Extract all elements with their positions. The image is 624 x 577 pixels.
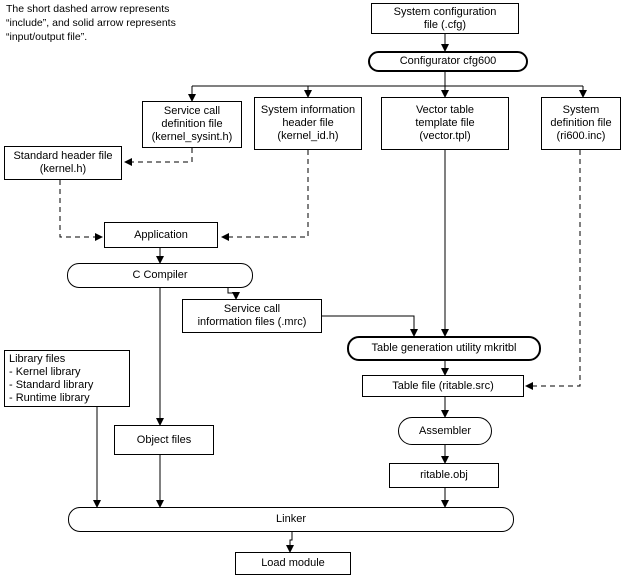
node-assembler: Assembler [398, 417, 492, 445]
node-vector: Vector table template file (vector.tpl) [381, 97, 509, 150]
node-mkritbl: Table generation utility mkritbl [347, 336, 541, 361]
node-linker: Linker [68, 507, 514, 532]
arrow-linker-to-load [286, 531, 294, 553]
node-libs: Library files - Kernel library - Standar… [4, 350, 130, 407]
node-ritable-obj: ritable.obj [389, 463, 499, 488]
node-configurator: Configurator cfg600 [368, 51, 528, 72]
node-mrc: Service call information files (.mrc) [182, 299, 322, 333]
node-load: Load module [235, 552, 351, 575]
node-application: Application [104, 222, 218, 248]
legend-note: The short dashed arrow represents “inclu… [6, 3, 176, 43]
node-kernel-id: System information header file (kernel_i… [254, 97, 362, 150]
arrow-mrc-to-mkritbl [322, 315, 418, 337]
dashed-kernel-id-to-application [221, 150, 309, 241]
node-compiler: C Compiler [67, 263, 253, 288]
node-objects: Object files [114, 425, 214, 455]
node-ritable-src: Table file (ritable.src) [362, 375, 524, 397]
node-cfg: System configuration file (.cfg) [371, 3, 519, 34]
node-ri600: System definition file (ri600.inc) [541, 97, 621, 150]
node-kernel-h: Standard header file (kernel.h) [4, 146, 122, 180]
dashed-sysint-to-kernel-h [124, 148, 193, 166]
dashed-ri600-to-ritable-src [525, 150, 581, 390]
arrow-compiler-to-mrc [227, 288, 240, 300]
dashed-kernel-h-to-application [59, 180, 103, 241]
node-sysint: Service call definition file (kernel_sys… [142, 101, 242, 148]
